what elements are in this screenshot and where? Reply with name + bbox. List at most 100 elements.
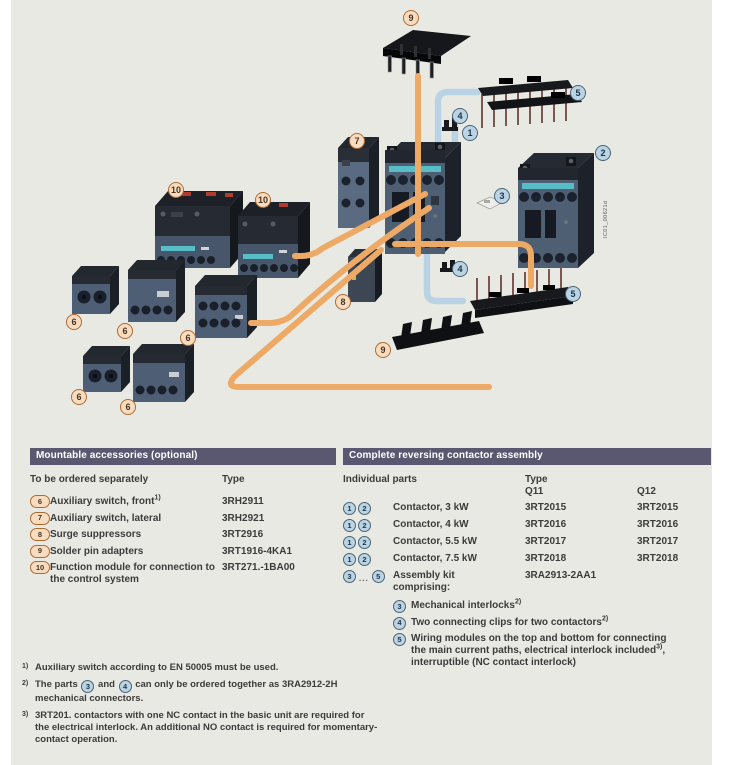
assembly-kit-contents: 3 Mechanical interlocks2) 4 Two connecti…	[393, 598, 711, 669]
table-row: 7 Auxiliary switch, lateral 3RH2921	[30, 511, 336, 525]
item-marker: 8	[30, 528, 50, 541]
table-row: 8 Surge suppressors 3RT2916	[30, 528, 336, 541]
item-marker: 3	[343, 570, 356, 583]
sub-item: 5 Wiring modules on the top and bottom f…	[393, 633, 711, 669]
callout-8: 8	[335, 294, 351, 310]
item-marker: 2	[358, 519, 371, 532]
sub-item-text: Two connecting clips for two contactors2…	[411, 615, 609, 628]
footnote-text: Auxiliary switch according to EN 50005 m…	[35, 662, 279, 673]
item-type-q11: 3RA2913-2AA1	[525, 570, 597, 581]
left-table-title: Mountable accessories (optional)	[30, 448, 336, 465]
sub-item-text: Wiring modules on the top and bottom for…	[411, 633, 667, 668]
item-label: Assembly kit comprising:	[393, 570, 455, 593]
item-marker: 2	[358, 536, 371, 549]
item-type: 3RT1916-4KA1	[222, 545, 293, 557]
item-label: Surge suppressors	[50, 529, 142, 540]
callout-5: 5	[570, 85, 586, 101]
callout-2: 2	[595, 145, 611, 161]
callout-6: 6	[180, 330, 196, 346]
footnote-3: 3) 3RT201. contactors with one NC contac…	[22, 710, 378, 745]
item-type-q11: 3RT2017	[525, 536, 567, 547]
callout-6: 6	[120, 399, 136, 415]
exploded-view-diagram: 9 5 4 1 7 2 10 10 3 4 5 8 6 6 6 9 6 6 IC…	[11, 0, 712, 443]
item-label: Contactor, 5.5 kW	[393, 536, 477, 547]
col-q12: Q12	[637, 486, 656, 497]
contactor-assembly-drawing	[72, 30, 594, 402]
item-marker: 2	[358, 553, 371, 566]
item-label: Contactor, 4 kW	[393, 519, 469, 530]
item-marker: 1	[343, 553, 356, 566]
figure-code: IC01_00621d	[603, 200, 609, 238]
item-type-q11: 3RT2015	[525, 502, 567, 513]
callout-10: 10	[168, 182, 184, 198]
callout-5: 5	[565, 286, 581, 302]
footnote-2: 2) The parts 3 and 4 can only be ordered…	[22, 679, 378, 705]
table-row: 9 Solder pin adapters 3RT1916-4KA1	[30, 544, 336, 558]
item-type-q12: 3RT2016	[637, 519, 679, 530]
mountable-accessories-table: Mountable accessories (optional) To be o…	[30, 448, 336, 591]
item-type: 3RT2916	[222, 529, 264, 540]
item-label: Contactor, 3 kW	[393, 502, 469, 513]
col-individual-parts: Individual parts	[343, 474, 417, 485]
sub-item: 3 Mechanical interlocks2)	[393, 598, 711, 613]
item-marker: 5	[393, 633, 406, 646]
callout-10: 10	[255, 192, 271, 208]
callout-4: 4	[452, 261, 468, 277]
callout-6: 6	[66, 314, 82, 330]
footnote-text: The parts 3 and 4 can only be ordered to…	[35, 678, 338, 705]
callout-9: 9	[375, 342, 391, 358]
table-row: 6 Auxiliary switch, front1) 3RH2911	[30, 494, 336, 508]
item-label: Function module for connection to the co…	[50, 562, 215, 585]
item-type: 3RH2921	[222, 512, 265, 524]
callout-6: 6	[71, 389, 87, 405]
item-marker: 1	[343, 519, 356, 532]
item-label: Auxiliary switch, front1)	[50, 494, 161, 507]
reversing-contactor-table: Complete reversing contactor assembly In…	[343, 448, 711, 673]
callout-1: 1	[462, 125, 478, 141]
item-marker: 9	[30, 544, 50, 558]
item-marker: 2	[358, 502, 371, 515]
callout-4: 4	[452, 108, 468, 124]
left-table-column-headers: To be ordered separately Type	[30, 474, 336, 486]
item-marker: 3	[81, 680, 95, 694]
callout-9: 9	[403, 10, 419, 26]
item-marker: 3	[393, 600, 406, 613]
callout-3: 3	[494, 188, 510, 204]
item-type-q12: 3RT2018	[637, 553, 679, 564]
callout-7: 7	[349, 133, 365, 149]
item-type-q11: 3RT2016	[525, 519, 567, 530]
item-label: Contactor, 7.5 kW	[393, 553, 477, 564]
item-marker: 4	[393, 616, 406, 630]
col-ordered-separately: To be ordered separately	[30, 474, 149, 485]
sub-item-text: Mechanical interlocks2)	[411, 598, 522, 611]
item-type: 3RT271.-1BA00	[222, 562, 295, 573]
item-marker: 1	[343, 536, 356, 549]
range-dots: ...	[359, 574, 369, 583]
footnote-1: 1) Auxiliary switch according to EN 5000…	[22, 662, 378, 674]
item-marker: 4	[118, 680, 132, 694]
item-type-q11: 3RT2018	[525, 553, 567, 564]
item-label: Solder pin adapters	[50, 545, 144, 557]
right-table-title: Complete reversing contactor assembly	[343, 448, 711, 465]
item-type-q12: 3RT2017	[637, 536, 679, 547]
item-marker: 7	[30, 511, 50, 525]
page-content: 9 5 4 1 7 2 10 10 3 4 5 8 6 6 6 9 6 6 IC…	[11, 0, 712, 765]
item-marker: 1	[343, 502, 356, 515]
assembly-kit-row: 3 ... 5 Assembly kit comprising: 3RA2913…	[343, 570, 711, 594]
item-marker: 5	[371, 570, 385, 583]
item-marker: 6	[30, 495, 50, 508]
col-type: Type	[222, 474, 245, 485]
item-label: Auxiliary switch, lateral	[50, 512, 162, 524]
item-type: 3RH2911	[222, 496, 264, 507]
table-row: 10 Function module for connection to the…	[30, 561, 336, 586]
item-type-q12: 3RT2015	[637, 502, 679, 513]
footnotes: 1) Auxiliary switch according to EN 5000…	[22, 662, 378, 751]
callout-6: 6	[117, 323, 133, 339]
